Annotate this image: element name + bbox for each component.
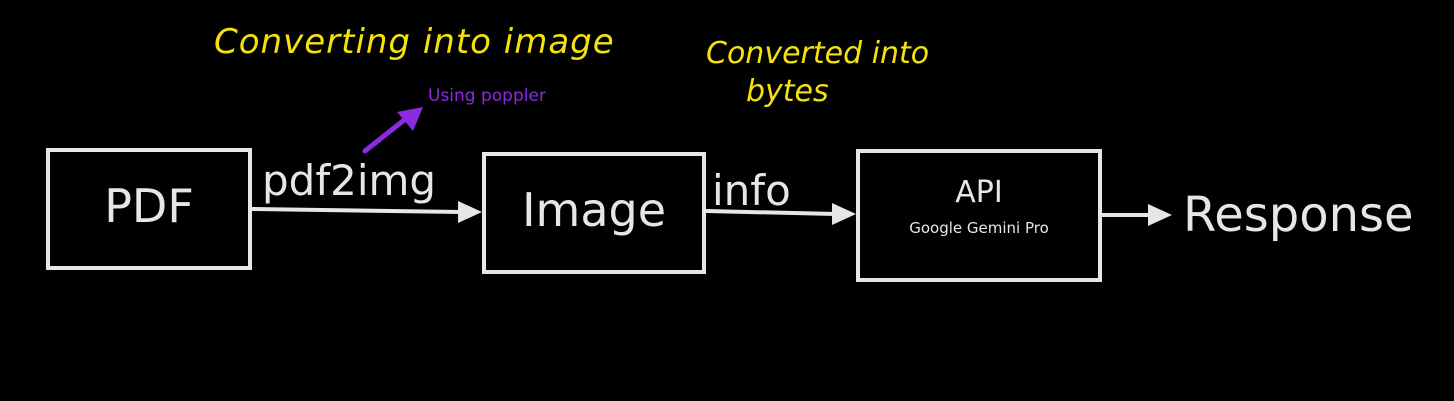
arrowhead-image-to-api [832,203,856,225]
annotation-converting-into-image: Converting into image [214,22,615,62]
annotation-converted-line-1: Converted into [706,36,930,71]
arrowhead-poppler [397,107,423,131]
edge-label-info: info [712,166,791,215]
node-response-label: Response [1183,187,1414,243]
edge-api-to-response [1100,204,1172,226]
node-api-label: API [955,175,1003,210]
poppler-pointer-arrow [362,107,423,154]
arrowhead-pdf-to-image [458,201,482,223]
node-api: API Google Gemini Pro [856,149,1102,282]
edge-label-pdf2img: pdf2img [262,156,437,205]
node-image-label: Image [521,183,667,237]
arrowhead-api-to-response [1148,204,1172,226]
node-pdf: PDF [46,148,252,270]
node-pdf-label: PDF [104,179,194,233]
node-image: Image [482,152,706,274]
edge-pdf-to-image [251,201,482,223]
annotation-converted-line-2: bytes [746,74,829,109]
edge-image-to-api [705,203,856,225]
node-api-sublabel: Google Gemini Pro [909,219,1049,237]
annotation-using-poppler: Using poppler [428,86,546,106]
